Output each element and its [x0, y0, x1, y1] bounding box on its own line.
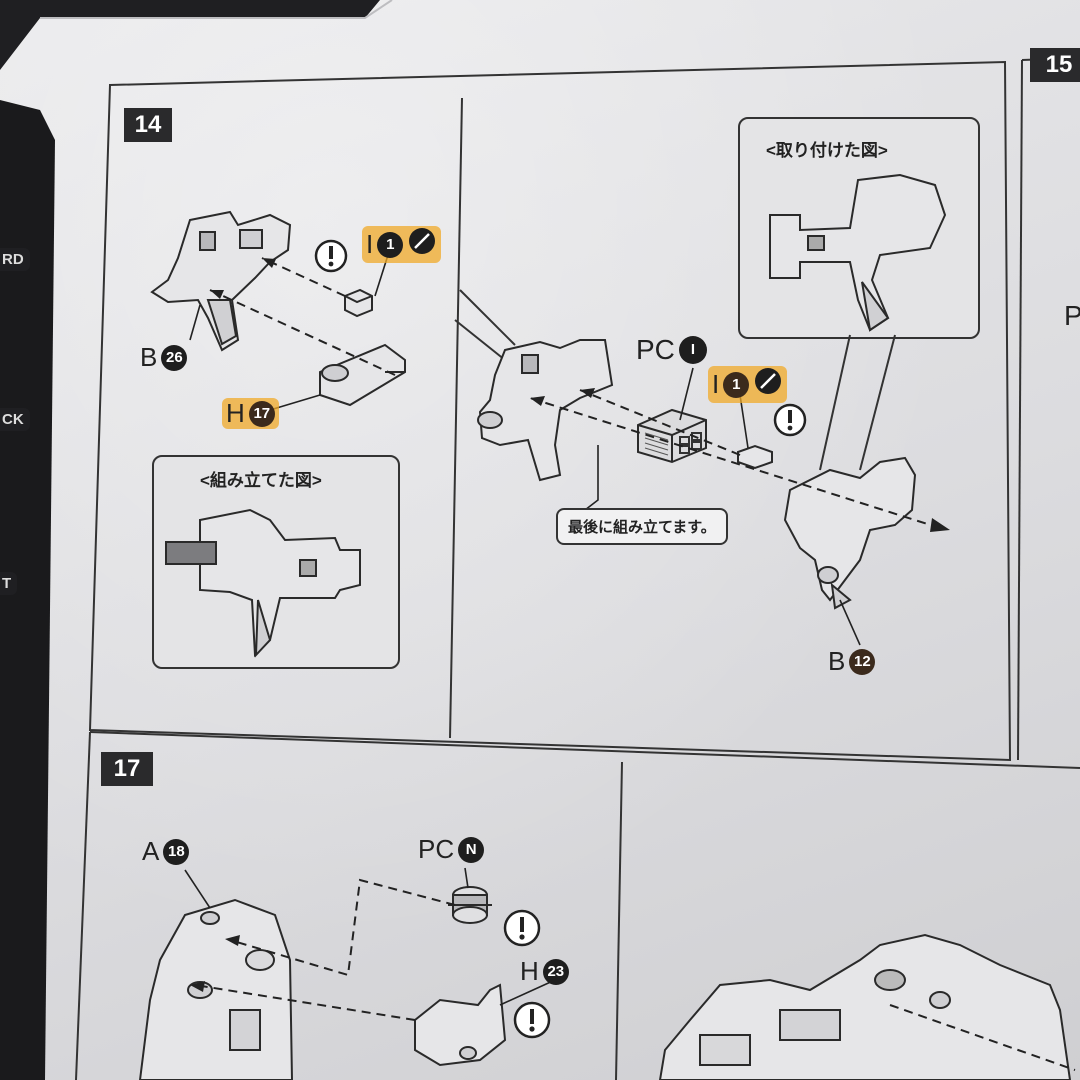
part-b12-letter: B: [828, 646, 846, 676]
frame-part-a18: [138, 898, 294, 1080]
warning-icon: [502, 908, 542, 953]
attached-view-caption: <取り付けた図>: [766, 141, 888, 160]
part-b-number: 26: [161, 344, 188, 371]
part-i1-right-label: I 1: [708, 366, 788, 403]
part-pc-label: PC I: [636, 334, 707, 366]
warning-icon: [512, 1000, 552, 1045]
assembled-view-caption: <組み立てた図>: [200, 471, 322, 490]
small-part-i1-right: [737, 444, 773, 470]
side-tab-3: T: [0, 572, 18, 595]
part-h23: [414, 983, 507, 1067]
part-b-letter: B: [140, 342, 158, 372]
part-h23-number: 23: [542, 958, 569, 985]
pc-cap-part: [448, 886, 492, 924]
part-i-right-letter: I: [712, 369, 720, 399]
part-b26-label: B 26: [140, 342, 188, 373]
part-b12-number: 12: [849, 648, 876, 675]
warning-icon: [313, 238, 349, 279]
step-15-label: 15: [1030, 48, 1080, 82]
step-14-label: 14: [124, 108, 172, 142]
cutter-slash-icon: [407, 226, 437, 263]
part-h23-label: H 23: [520, 956, 569, 987]
part-pcn-letter: N: [458, 836, 485, 863]
assembled-part-view: [658, 933, 1072, 1080]
frame-part-middle: [477, 339, 614, 482]
part-b12-label: B 12: [828, 646, 876, 677]
assemble-last-note: 最後に組み立てます。: [556, 508, 728, 545]
right-edge-letter: P: [1064, 300, 1080, 331]
small-part-i1: [344, 288, 373, 318]
part-pcn-text: PC: [418, 834, 455, 864]
step-17-label: 17: [101, 752, 153, 786]
frame-part-b26: [150, 210, 292, 352]
pc-block-part: [637, 408, 707, 464]
part-pc-text: PC: [636, 334, 675, 365]
side-tab-2: CK: [0, 408, 30, 431]
part-a-number: 18: [163, 838, 190, 865]
part-a-letter: A: [142, 836, 160, 866]
part-h17-label: H 17: [222, 398, 279, 429]
cutter-slash-icon: [753, 366, 783, 403]
part-h23-letter: H: [520, 956, 539, 986]
warning-icon: [772, 402, 808, 443]
frame-part-b12: [783, 456, 917, 610]
part-i-number: 1: [377, 231, 404, 258]
part-i-right-number: 1: [723, 371, 750, 398]
part-i1-label: I 1: [362, 226, 442, 263]
part-pc-letter: I: [678, 336, 707, 364]
part-pcn-label: PC N: [418, 834, 485, 865]
part-a18-label: A 18: [142, 836, 190, 867]
part-h-number: 17: [248, 400, 275, 427]
side-tab-1: RD: [0, 248, 30, 271]
part-h-letter: H: [226, 398, 245, 428]
part-i-letter: I: [366, 229, 374, 259]
